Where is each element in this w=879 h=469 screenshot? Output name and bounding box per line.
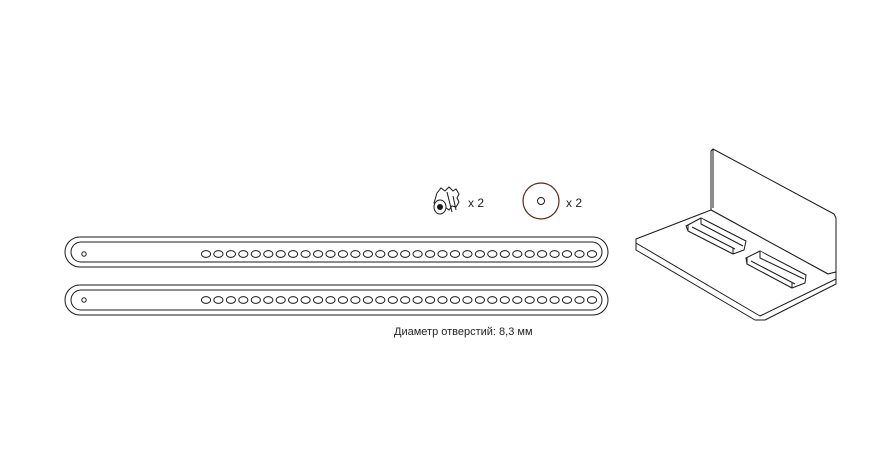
strip-hole xyxy=(449,296,461,304)
strip-hole xyxy=(462,296,473,304)
strip-hole xyxy=(288,250,299,258)
strip-hole xyxy=(337,250,348,258)
strip-hole xyxy=(337,296,348,304)
strip-hole xyxy=(449,250,461,258)
strip-hole xyxy=(313,296,324,304)
strip-hole xyxy=(549,250,560,258)
strip-hole xyxy=(437,296,448,304)
strip-hole xyxy=(387,250,398,258)
strip-hole xyxy=(574,250,585,258)
strip-hole xyxy=(425,296,436,304)
strip-hole xyxy=(288,296,299,304)
strip-hole xyxy=(375,250,386,258)
strip-hole xyxy=(524,296,535,304)
strip-hole xyxy=(549,296,560,304)
strip-hole xyxy=(474,296,485,304)
strip-hole xyxy=(512,250,523,258)
strip-hole xyxy=(263,250,274,258)
slotted-strip xyxy=(64,284,609,316)
strip-hole xyxy=(225,296,236,304)
angle-bracket xyxy=(635,148,837,321)
slotted-strip xyxy=(64,236,609,268)
washer-quantity-label: x 2 xyxy=(566,196,583,210)
strip-hole xyxy=(524,250,535,258)
strip-hole xyxy=(250,296,261,304)
strip-hole xyxy=(586,250,598,258)
strip-hole xyxy=(537,296,548,304)
strip-hole xyxy=(487,250,498,258)
strip-hole xyxy=(574,296,585,304)
strip-hole xyxy=(313,250,324,258)
strip-hole xyxy=(350,296,361,304)
strip-hole xyxy=(499,250,510,258)
strip-hole xyxy=(300,296,311,304)
strip-hole xyxy=(225,250,236,258)
strip-hole xyxy=(213,296,224,304)
washer-icon xyxy=(522,182,560,220)
strip-hole xyxy=(462,250,473,258)
strip-hole xyxy=(325,296,336,304)
end-hole xyxy=(81,297,87,303)
strip-hole xyxy=(412,250,423,258)
knob-icon xyxy=(433,186,460,215)
strip-hole xyxy=(586,296,598,304)
strip-hole xyxy=(474,250,485,258)
strip-hole xyxy=(561,296,573,304)
strip-hole xyxy=(238,250,249,258)
strip-hole xyxy=(238,296,249,304)
hole-diameter-caption: Диаметр отверстий: 8,3 мм xyxy=(394,326,533,338)
strip-hole xyxy=(250,250,261,258)
strip-hole xyxy=(275,250,286,258)
strip-hole xyxy=(362,296,373,304)
strip-hole xyxy=(561,250,573,258)
strip-hole xyxy=(400,250,411,258)
strip-hole xyxy=(487,296,498,304)
strip-hole xyxy=(300,250,311,258)
strip-hole xyxy=(213,250,224,258)
strip-hole xyxy=(499,296,510,304)
strip-hole xyxy=(275,296,286,304)
end-hole xyxy=(81,251,87,257)
strip-hole xyxy=(400,296,411,304)
strip-hole xyxy=(412,296,423,304)
strip-hole xyxy=(425,250,436,258)
strip-hole xyxy=(362,250,373,258)
strip-hole xyxy=(512,296,523,304)
strip-hole xyxy=(325,250,336,258)
strip-hole xyxy=(200,296,212,304)
strip-hole xyxy=(387,296,398,304)
knob-quantity-label: x 2 xyxy=(468,196,485,210)
strip-hole xyxy=(200,250,212,258)
strip-hole xyxy=(437,250,448,258)
strip-hole xyxy=(537,250,548,258)
strip-hole xyxy=(263,296,274,304)
strip-hole xyxy=(375,296,386,304)
strip-hole xyxy=(350,250,361,258)
